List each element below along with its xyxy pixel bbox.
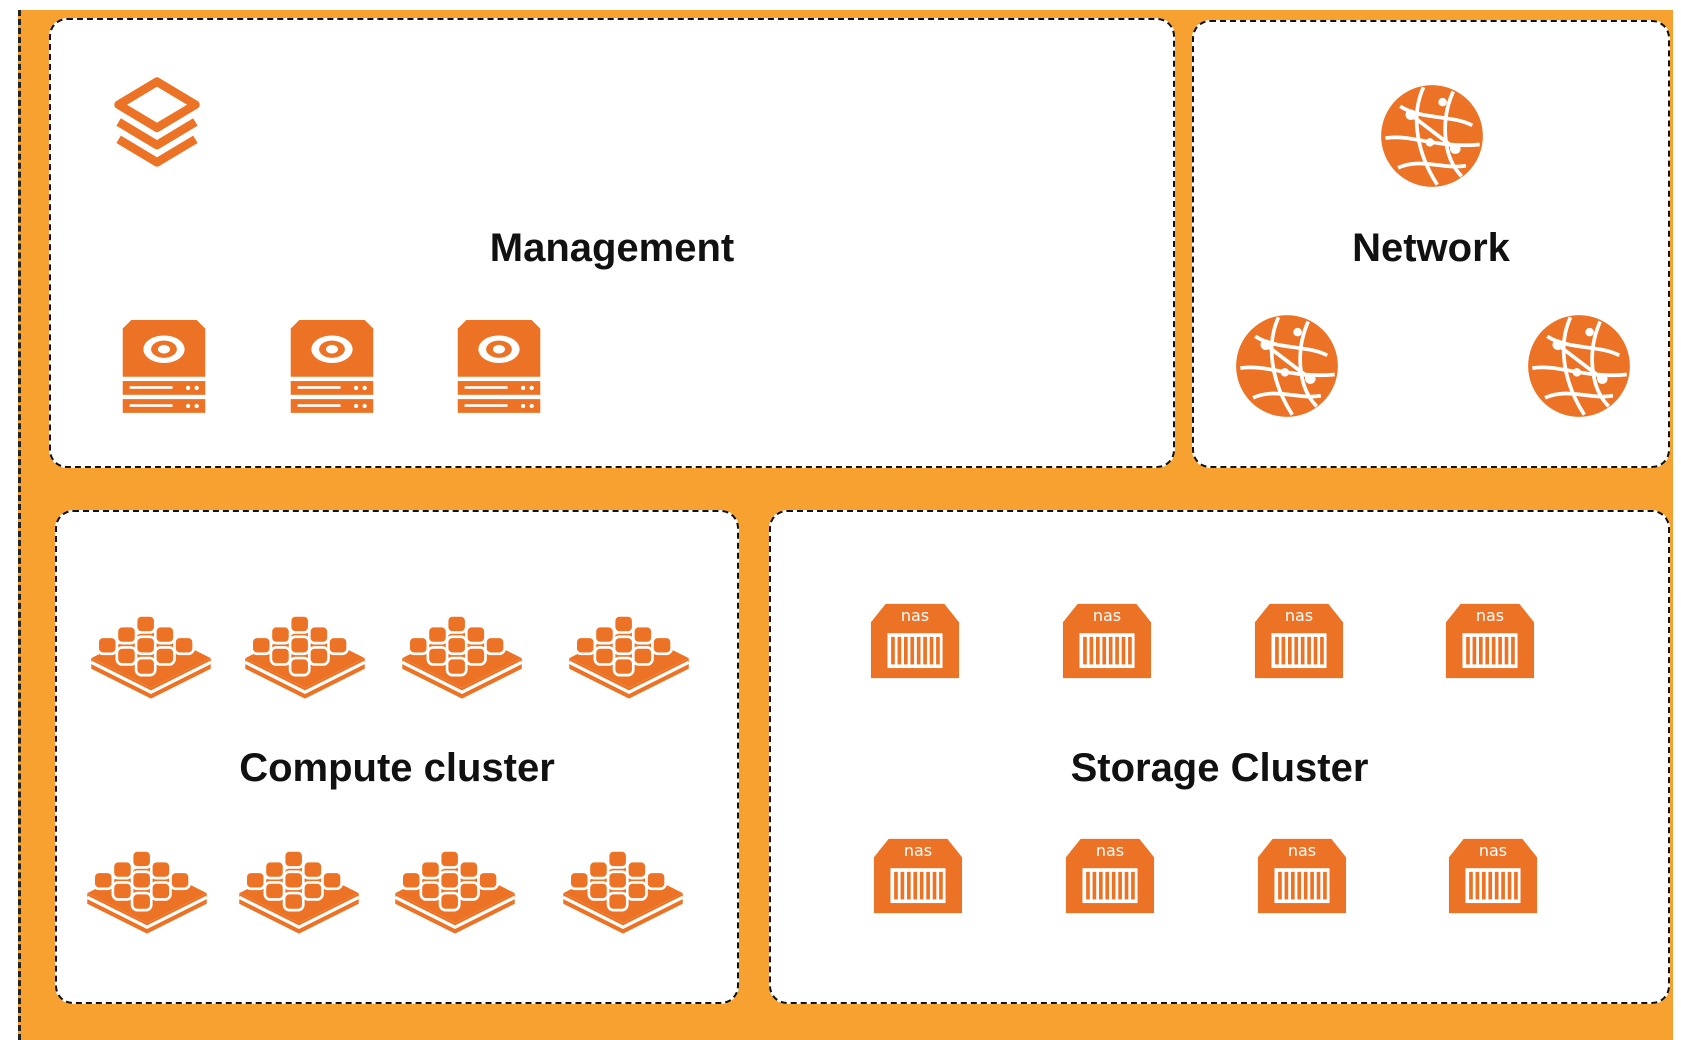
storage-label: Storage Cluster	[1070, 746, 1369, 790]
globe-icon	[1379, 82, 1485, 190]
network-label: Network	[1352, 226, 1510, 270]
globe-icon	[1526, 312, 1632, 420]
compute-label: Compute cluster	[239, 746, 555, 790]
nas-icon: nas	[1256, 837, 1348, 915]
server-icon	[456, 316, 542, 416]
globe-icon	[1234, 312, 1340, 420]
network-panel: Network	[1192, 20, 1670, 468]
management-panel: Management	[49, 18, 1175, 468]
nas-icon: nas	[1253, 602, 1345, 680]
compute-block-icon	[241, 609, 369, 705]
compute-block-icon	[565, 609, 693, 705]
layers-icon	[109, 74, 205, 170]
compute-block-icon	[87, 609, 215, 705]
storage-panel: nas nas nas nas Storage Cluster nas nas …	[769, 510, 1670, 1004]
compute-block-icon	[398, 609, 526, 705]
diagram-frame: Management Network Compute cluster nas n…	[18, 10, 1673, 1040]
nas-icon: nas	[1064, 837, 1156, 915]
nas-icon: nas	[1444, 602, 1536, 680]
compute-block-icon	[235, 844, 363, 940]
compute-block-icon	[83, 844, 211, 940]
server-icon	[121, 316, 207, 416]
nas-icon: nas	[1447, 837, 1539, 915]
compute-block-icon	[391, 844, 519, 940]
management-label: Management	[489, 226, 735, 270]
nas-icon: nas	[1061, 602, 1153, 680]
nas-icon: nas	[872, 837, 964, 915]
compute-panel: Compute cluster	[55, 510, 739, 1004]
nas-icon: nas	[869, 602, 961, 680]
compute-block-icon	[559, 844, 687, 940]
server-icon	[289, 316, 375, 416]
